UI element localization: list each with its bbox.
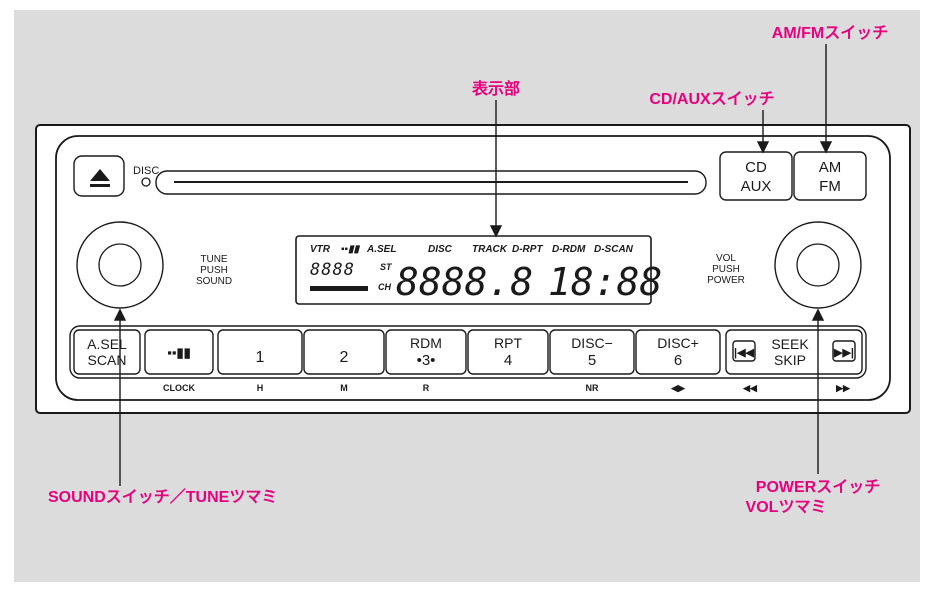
preset-1-button[interactable] [217,329,303,375]
lcd-small-segments: 8888 [310,260,355,280]
preset-4-label: 4 [504,352,512,369]
rewind-sublabel: ◀◀ [742,383,758,393]
tune-label-3: SOUND [196,276,232,287]
display-callout: 表示部 [471,79,520,98]
skip-label: SKIP [774,352,806,368]
preset-1-label: 1 [256,349,265,366]
display-arrow-icon [489,225,503,238]
cd-button-top: CD [745,159,767,176]
tune-label-2: PUSH [200,265,228,276]
power-callout: POWERスイッチ [756,479,880,496]
sound-tune-callout: SOUNDスイッチ／TUNEツマミ [48,488,277,506]
lcd-st: ST [380,262,393,272]
am-fm-button[interactable] [793,151,867,201]
lcd-drpt: D-RPT [512,244,543,255]
sound-button[interactable] [144,329,214,375]
am-button-bottom: FM [819,178,841,195]
preset-6-button[interactable] [635,329,721,375]
preset-5-button[interactable] [549,329,635,375]
adjust-sublabel: ◀▶ [670,383,686,393]
preset-6-label: 6 [674,352,682,369]
disc-indicator-label: DISC [133,165,159,177]
sound-bars-icon: ▪▪▮▮ [167,345,191,360]
lcd-display [295,235,652,305]
lcd-clock-segments: 18:88 [548,260,662,304]
seek-forward-icon: ▶▶| [833,347,854,359]
lcd-asel: A.SEL [366,244,396,255]
lcd-dscan: D-SCAN [594,244,634,255]
r-sublabel: R [423,383,430,393]
seek-label: SEEK [771,336,809,352]
disc-minus-label: DISC− [571,335,613,351]
forward-sublabel: ▶▶ [835,383,851,393]
preset-3-label: •3• [417,352,436,369]
seek-back-button[interactable] [732,340,756,362]
lcd-ch: CH [378,282,391,292]
eject-bar-icon [90,184,110,187]
lcd-disc: DISC [428,244,453,255]
preset-2-label: 2 [340,349,349,366]
tune-label-1: TUNE [200,254,228,265]
disc-indicator-led [141,177,151,187]
rpt-label: RPT [494,335,522,351]
cd-aux-callout: CD/AUXスイッチ [649,91,774,108]
leader-lines [113,44,833,486]
lcd-drdm: D-RDM [552,244,586,255]
lcd-vtr: VTR [310,244,331,255]
lcd-level-meter [310,286,368,291]
h-sublabel: H [257,383,264,393]
preset-4-button[interactable] [467,329,549,375]
am-arrow-icon [819,141,833,154]
lcd-main-segments: 8888.8 [396,260,533,304]
cd-arrow-icon [756,141,770,154]
vol-arrow-icon [811,308,825,321]
seek-skip-button[interactable] [725,329,863,375]
preset-5-label: 5 [588,352,596,369]
preset-2-button[interactable] [303,329,385,375]
am-button-top: AM [819,159,842,176]
lcd-volume-bars-icon: ▪▪▮▮ [341,244,361,255]
eject-icon [90,169,110,181]
am-fm-callout: AM/FMスイッチ [772,25,888,42]
asel-label: A.SEL [87,336,127,352]
nr-sublabel: NR [586,383,599,393]
seek-back-icon: |◀◀ [734,347,755,359]
vol-label-2: PUSH [712,264,740,275]
cd-aux-button[interactable] [719,151,793,201]
preset-3-button[interactable] [385,329,467,375]
tune-arrow-icon [113,308,127,321]
vol-label-1: VOL [716,253,736,264]
vol-label-3: POWER [707,275,745,286]
rdm-label: RDM [410,335,442,351]
volume-knob-center [796,243,840,287]
asel-scan-button[interactable] [73,329,141,375]
clock-sublabel: CLOCK [163,383,195,393]
cd-button-bottom: AUX [741,178,772,195]
vol-callout: VOLツマミ [746,499,827,516]
m-sublabel: M [340,383,348,393]
scan-label: SCAN [88,352,127,368]
lcd-track: TRACK [472,244,508,255]
tune-knob-center [98,243,142,287]
seek-forward-button[interactable] [832,340,856,362]
disc-plus-label: DISC+ [657,335,699,351]
